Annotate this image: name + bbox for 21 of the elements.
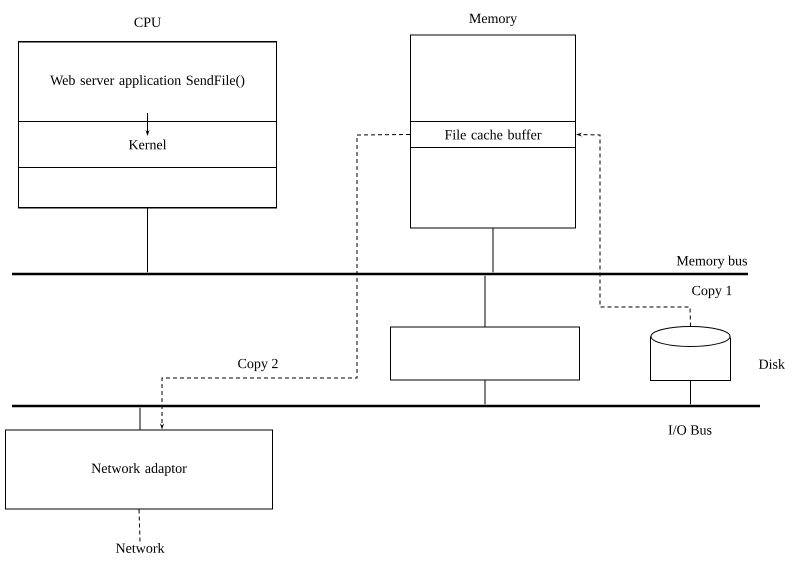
network-label: Network <box>116 543 164 553</box>
bridge-box <box>390 326 580 380</box>
buffer-box: File cache buffer <box>410 120 576 148</box>
section-box <box>18 166 277 208</box>
section-box: Web server application SendFile() <box>18 41 277 122</box>
node-label: I/O Bus <box>668 425 712 435</box>
connector-line <box>492 228 494 273</box>
edge-label: Copy 2 <box>236 358 280 372</box>
connector-line <box>484 380 486 405</box>
connector-line <box>138 508 140 542</box>
node-label: Memory <box>469 14 518 26</box>
node-label: Memory bus <box>676 256 747 268</box>
node-label: CPU <box>134 18 161 27</box>
edge-label: Copy 1 <box>690 284 734 300</box>
memory-bus: Memory bus <box>12 256 748 276</box>
section-box: Kernel <box>18 120 277 168</box>
connector-line <box>690 380 691 405</box>
adaptor-box: Network adaptor <box>5 429 273 510</box>
disk-cylinder: Disk <box>650 326 785 381</box>
connector-line <box>484 275 486 327</box>
connector-line <box>147 208 148 273</box>
